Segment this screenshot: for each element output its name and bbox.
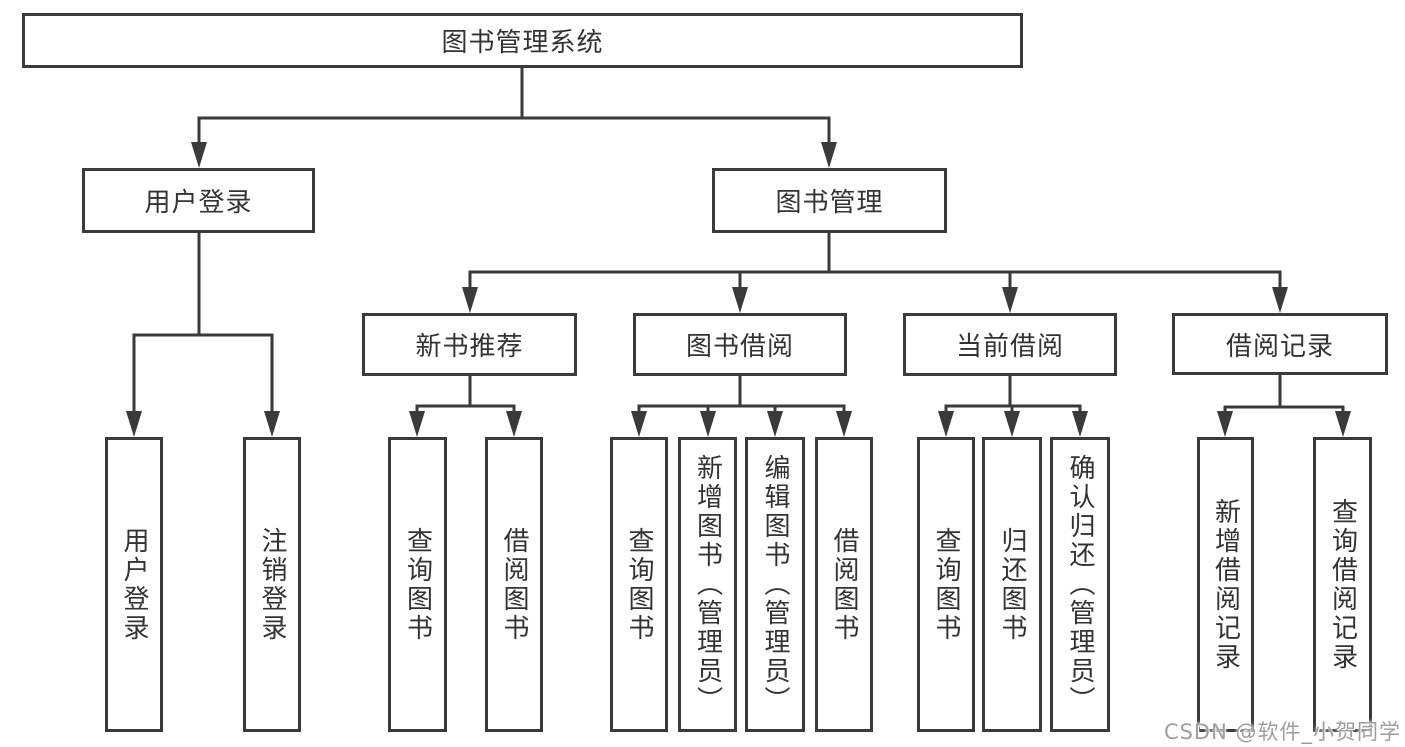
edge-root-to-level2 [197,66,831,149]
leaf-user-login-label: 用户登录 [119,526,149,643]
leaf-edit-book-admin: 编辑图书（管理员） [745,437,805,732]
leaf-query-books-current-label: 查询图书 [931,526,961,643]
node-current-borrowing-label: 当前借阅 [955,332,1064,362]
leaf-borrow-books-recommend-label: 借阅图书 [499,526,529,643]
leaf-borrow-books-recommend: 借阅图书 [485,437,543,732]
leaf-query-books-borrowing-label: 查询图书 [624,526,654,643]
node-current-borrowing: 当前借阅 [903,313,1117,376]
leaf-return-books-label: 归还图书 [997,526,1027,643]
node-book-borrowing-label: 图书借阅 [685,332,794,362]
node-borrow-records: 借阅记录 [1172,313,1388,375]
edge-current-borrowing-children [944,374,1082,418]
node-user-login-label: 用户登录 [144,188,253,218]
leaf-user-login: 用户登录 [105,437,163,732]
leaf-query-books-current: 查询图书 [917,437,975,732]
leaf-query-borrow-record: 查询借阅记录 [1313,437,1372,732]
leaf-confirm-return-admin-label: 确认归还（管理员） [1065,454,1095,715]
leaf-query-books-recommend-label: 查询图书 [402,526,433,643]
node-library-management-system: 图书管理系统 [22,13,1023,68]
edge-user-login-children [132,231,274,418]
node-user-login: 用户登录 [82,168,315,233]
leaf-add-book-admin: 新增图书（管理员） [678,437,737,732]
leaf-borrow-books: 借阅图书 [815,437,873,732]
node-library-management-system-label: 图书管理系统 [441,28,604,58]
edge-borrow-records-children [1223,373,1345,418]
leaf-query-books-recommend: 查询图书 [388,437,447,732]
leaf-confirm-return-admin: 确认归还（管理员） [1050,437,1110,732]
edge-book-borrowing-children [637,374,846,418]
leaf-add-borrow-record-label: 新增借阅记录 [1210,497,1241,672]
node-borrow-records-label: 借阅记录 [1225,331,1334,362]
leaf-borrow-books-label: 借阅图书 [829,526,859,643]
node-book-management-label: 图书管理 [775,188,884,218]
node-book-borrowing: 图书借阅 [633,313,847,376]
leaf-add-borrow-record: 新增借阅记录 [1197,437,1254,732]
leaf-query-borrow-record-label: 查询借阅记录 [1327,497,1358,672]
leaf-logout: 注销登录 [243,437,301,732]
node-new-book-recommend-label: 新书推荐 [415,332,524,362]
node-book-management: 图书管理 [712,168,947,233]
leaf-add-book-admin-label: 新增图书（管理员） [692,454,723,715]
leaf-logout-label: 注销登录 [257,526,287,643]
edge-new-book-recommend-children [415,374,516,418]
arrow-down-icons [126,142,1351,437]
leaf-return-books: 归还图书 [982,437,1042,732]
csdn-watermark: CSDN @软件_小贺同学 [1163,720,1401,744]
leaf-edit-book-admin-label: 编辑图书（管理员） [760,454,790,715]
leaf-query-books-borrowing: 查询图书 [610,437,668,732]
edge-book-management-children [468,231,1282,294]
node-new-book-recommend: 新书推荐 [362,313,577,376]
